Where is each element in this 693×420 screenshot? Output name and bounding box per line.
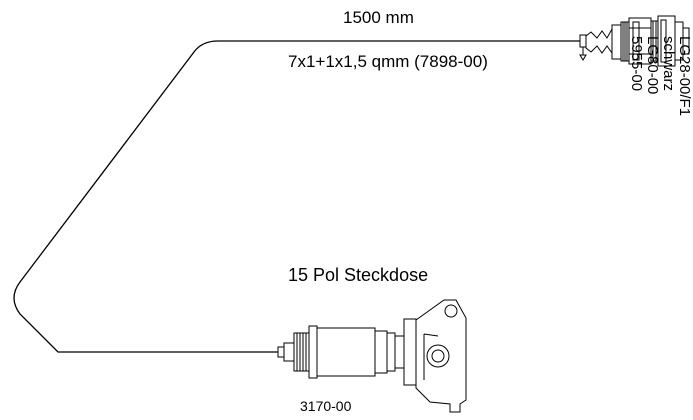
socket-connector	[277, 299, 467, 413]
plug-label-1: LG28-00/F1	[676, 36, 693, 117]
plug-label-3: LG80-00	[644, 36, 661, 95]
plug-connector	[579, 15, 690, 67]
cable-length-label: 1500 mm	[343, 8, 414, 27]
cable-line	[13, 40, 580, 353]
plug-label-2: schwarz	[660, 36, 677, 92]
plug-label-4: 5955-00	[628, 36, 645, 92]
socket-title: 15 Pol Steckdose	[288, 265, 429, 285]
socket-part-number: 3170-00	[300, 398, 352, 414]
cable-spec-label: 7x1+1x1,5 qmm (7898-00)	[288, 52, 488, 71]
